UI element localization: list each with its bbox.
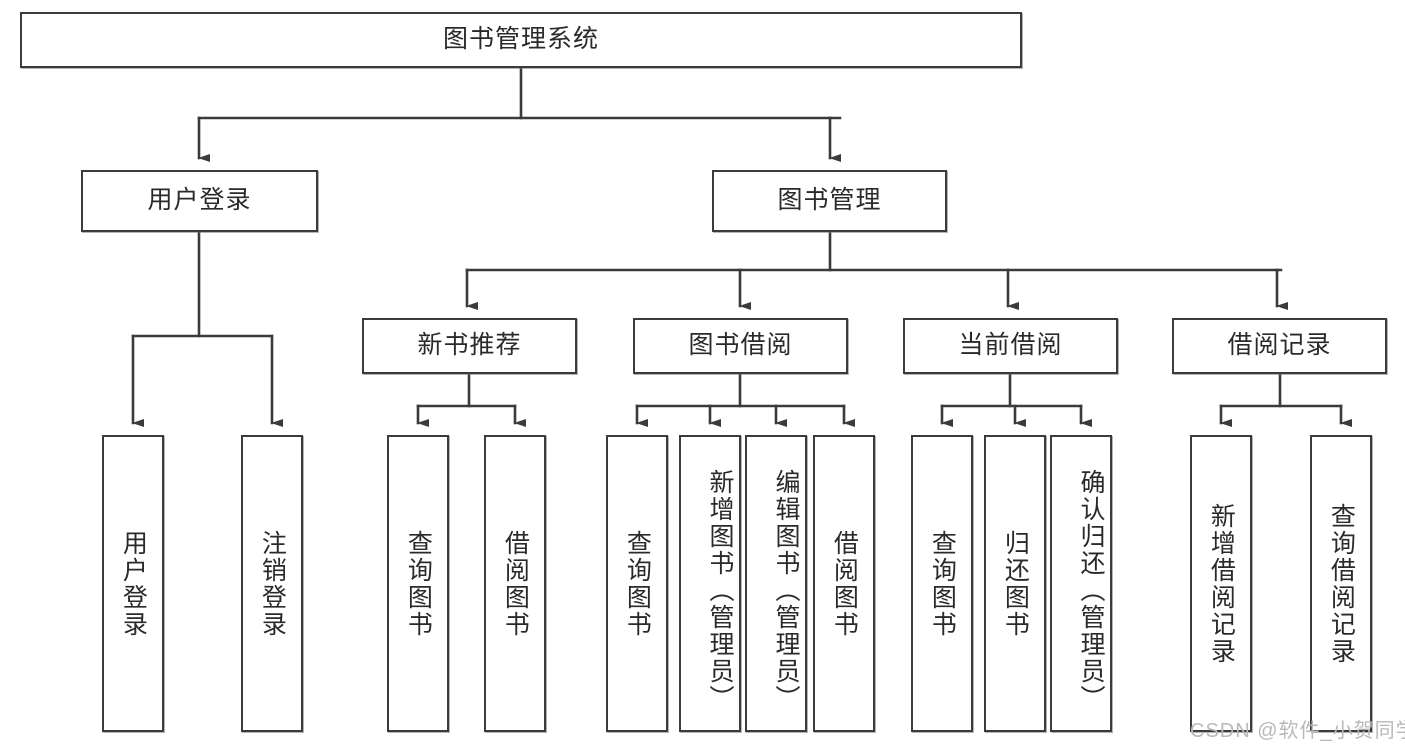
node-leaf-query-book-1[interactable]: 查询图书: [387, 435, 449, 732]
node-leaf-add-record-label: 新增借阅记录: [1207, 502, 1236, 665]
node-leaf-query-book-2[interactable]: 查询图书: [606, 435, 668, 732]
node-book-borrow[interactable]: 图书借阅: [633, 318, 848, 374]
node-leaf-borrow-book-1[interactable]: 借阅图书: [484, 435, 546, 732]
node-leaf-query-record-label: 查询借阅记录: [1327, 502, 1356, 665]
node-leaf-borrow-book-2[interactable]: 借阅图书: [813, 435, 875, 732]
node-leaf-user-login-label: 用户登录: [119, 529, 148, 638]
node-leaf-add-record[interactable]: 新增借阅记录: [1190, 435, 1252, 732]
node-leaf-return-book-label: 归还图书: [1001, 529, 1030, 638]
node-new-book-rec-label: 新书推荐: [417, 331, 522, 360]
node-leaf-edit-book[interactable]: 编辑图书（管理员）: [745, 435, 807, 732]
node-book-manage-label: 图书管理: [777, 186, 882, 215]
node-book-manage[interactable]: 图书管理: [712, 170, 947, 232]
node-user-login[interactable]: 用户登录: [81, 170, 318, 232]
node-leaf-logout-label: 注销登录: [258, 529, 287, 638]
node-leaf-query-book-3[interactable]: 查询图书: [911, 435, 973, 732]
node-new-book-rec[interactable]: 新书推荐: [362, 318, 577, 374]
node-leaf-add-book[interactable]: 新增图书（管理员）: [679, 435, 741, 732]
node-root[interactable]: 图书管理系统: [20, 12, 1022, 68]
node-leaf-query-record[interactable]: 查询借阅记录: [1310, 435, 1372, 732]
node-root-label: 图书管理系统: [442, 25, 599, 54]
node-current-borrow[interactable]: 当前借阅: [903, 318, 1118, 374]
node-borrow-record[interactable]: 借阅记录: [1172, 318, 1387, 374]
node-leaf-confirm-return[interactable]: 确认归还（管理员）: [1050, 435, 1112, 732]
csdn-watermark: CSDN @软件_小贺同学: [1190, 720, 1405, 742]
node-leaf-add-book-label: 新增图书（管理员）: [706, 469, 734, 712]
node-leaf-borrow-book-2-label: 借阅图书: [830, 529, 859, 638]
node-leaf-query-book-1-label: 查询图书: [404, 529, 433, 638]
node-leaf-confirm-return-label: 确认归还（管理员）: [1077, 469, 1105, 712]
node-leaf-borrow-book-1-label: 借阅图书: [501, 529, 530, 638]
node-leaf-edit-book-label: 编辑图书（管理员）: [772, 469, 800, 712]
node-book-borrow-label: 图书借阅: [688, 331, 793, 360]
node-user-login-label: 用户登录: [147, 186, 252, 215]
node-leaf-query-book-2-label: 查询图书: [623, 529, 652, 638]
node-borrow-record-label: 借阅记录: [1227, 331, 1332, 360]
node-leaf-user-login[interactable]: 用户登录: [102, 435, 164, 732]
node-leaf-return-book[interactable]: 归还图书: [984, 435, 1046, 732]
node-leaf-logout[interactable]: 注销登录: [241, 435, 303, 732]
node-leaf-query-book-3-label: 查询图书: [928, 529, 957, 638]
node-current-borrow-label: 当前借阅: [958, 331, 1063, 360]
